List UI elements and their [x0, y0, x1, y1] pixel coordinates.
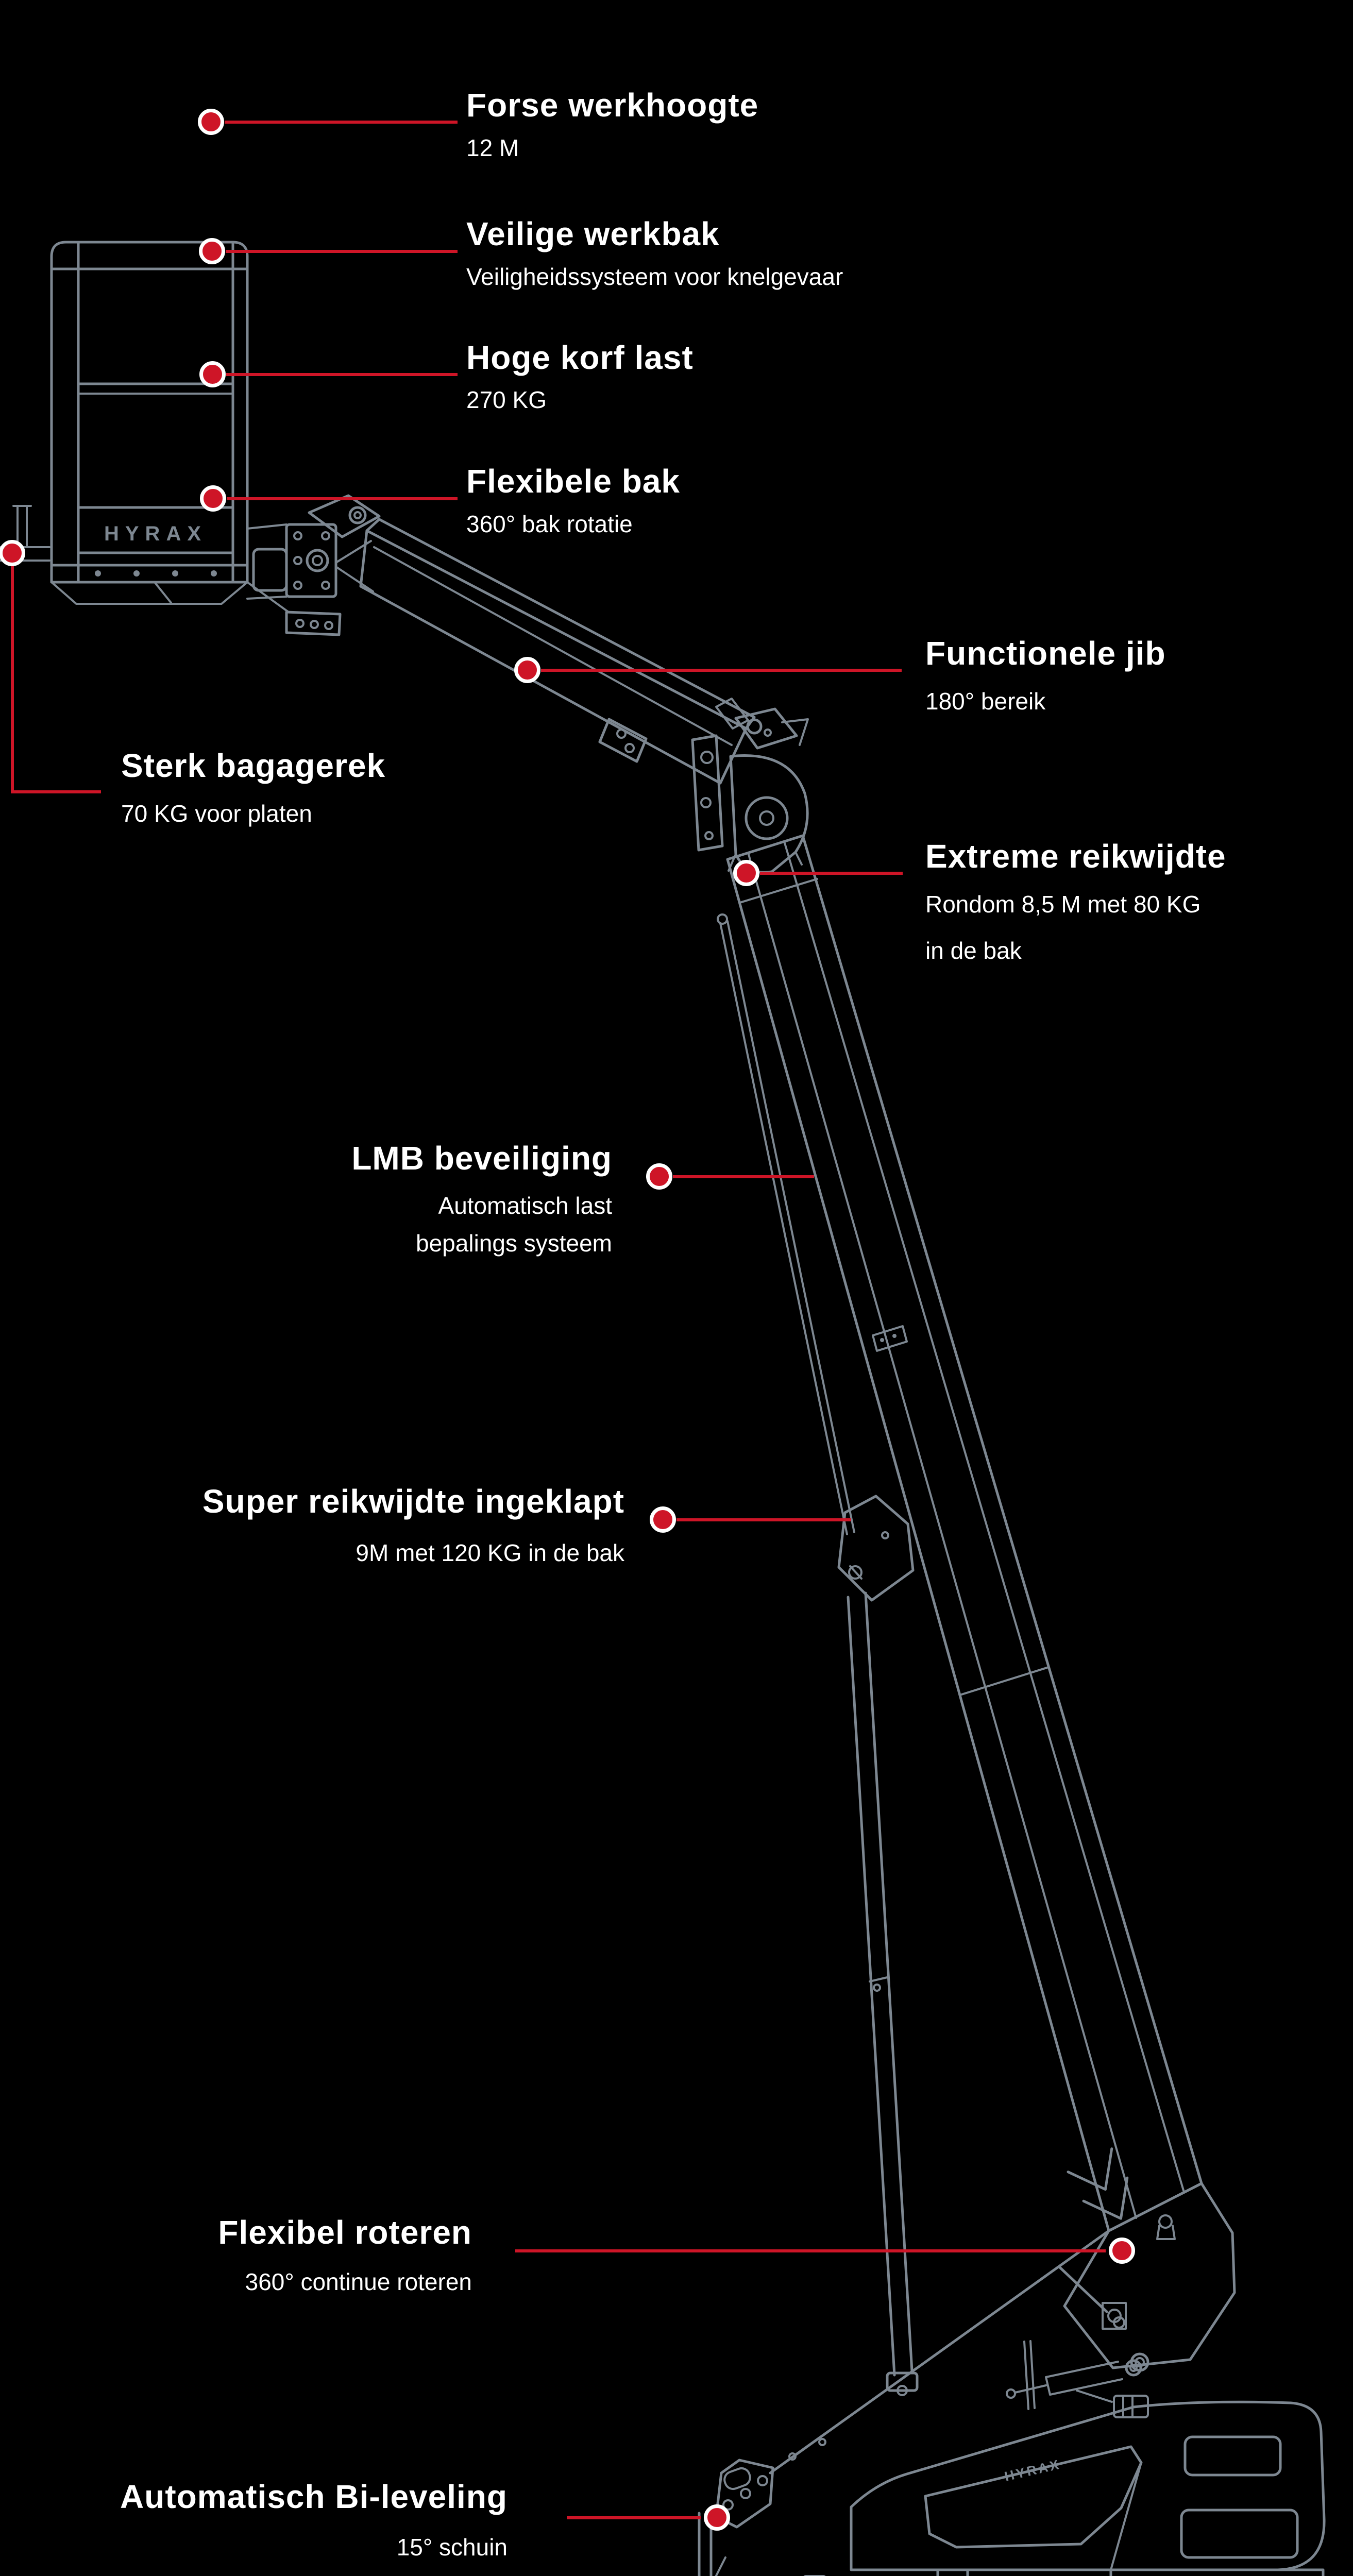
feature-subtitle: bepalings systeem — [416, 1230, 612, 1257]
feature-title: Functionele jib — [925, 635, 1166, 672]
feature-subtitle: 9M met 120 KG in de bak — [356, 1539, 624, 1566]
callout-dot — [198, 109, 224, 135]
basket-drawing: HYRAX — [50, 241, 249, 605]
feature-title: Super reikwijdte ingeklapt — [202, 1483, 624, 1520]
turret-brand-text: HYRAX — [1003, 2456, 1062, 2484]
callout-line — [567, 2516, 701, 2519]
callout-dot — [514, 657, 540, 683]
callout-dot — [199, 238, 225, 264]
feature-subtitle: in de bak — [925, 937, 1022, 964]
feature-title: Flexibel roteren — [218, 2214, 472, 2251]
feature-subtitle: 360° continue roteren — [245, 2268, 472, 2295]
callout-line — [673, 1175, 814, 1178]
leveling-leg-drawing — [698, 2459, 774, 2576]
callout-dot — [646, 1163, 672, 1190]
feature-title: Flexibele bak — [466, 463, 680, 500]
feature-title: Veilige werkbak — [466, 215, 720, 252]
callout-line — [11, 790, 101, 793]
feature-subtitle: Automatisch last — [438, 1192, 612, 1219]
boom-drawing — [726, 834, 1203, 2232]
callout-dot — [1109, 2238, 1135, 2264]
feature-subtitle: 360° bak rotatie — [466, 511, 633, 537]
feature-subtitle: 180° bereik — [925, 688, 1046, 715]
callout-line — [676, 1518, 851, 1521]
basket-rotator-drawing — [246, 494, 381, 636]
callout-dot — [733, 860, 759, 886]
feature-subtitle: 15° schuin — [396, 2534, 508, 2561]
callout-dot — [0, 540, 25, 566]
callout-line — [541, 669, 902, 672]
feature-title: Extreme reikwijdte — [925, 838, 1226, 875]
callout-line — [760, 872, 903, 875]
cylinder-drawing — [717, 913, 919, 2396]
callout-dot — [704, 2504, 730, 2531]
callout-dot — [200, 485, 226, 512]
feature-subtitle: 270 KG — [466, 386, 547, 413]
feature-subtitle: 12 M — [466, 134, 519, 161]
turret-drawing: HYRAX — [850, 2400, 1326, 2576]
callout-line — [11, 566, 14, 793]
feature-title: Automatisch Bi-leveling — [120, 2478, 508, 2515]
callout-dot — [650, 1506, 676, 1533]
callout-line — [226, 250, 458, 253]
callout-dot — [199, 361, 226, 387]
callout-line — [225, 121, 458, 124]
luggage-rack-drawing — [0, 505, 50, 562]
feature-title: Sterk bagagerek — [121, 747, 386, 784]
feature-subtitle: 70 KG voor platen — [121, 800, 312, 827]
feature-title: Forse werkhoogte — [466, 87, 759, 124]
jib-drawing — [359, 518, 756, 785]
feature-title: Hoge korf last — [466, 339, 694, 376]
callout-line — [226, 373, 458, 376]
feature-title: LMB beveiliging — [351, 1140, 612, 1177]
callout-line — [515, 2249, 1106, 2252]
basket-brand-text: HYRAX — [104, 522, 207, 545]
callout-line — [227, 497, 458, 500]
feature-subtitle: Veiligheidssysteem voor knelgevaar — [466, 263, 843, 290]
feature-subtitle: Rondom 8,5 M met 80 KG — [925, 891, 1201, 918]
boom-base-drawing — [769, 2147, 1236, 2475]
